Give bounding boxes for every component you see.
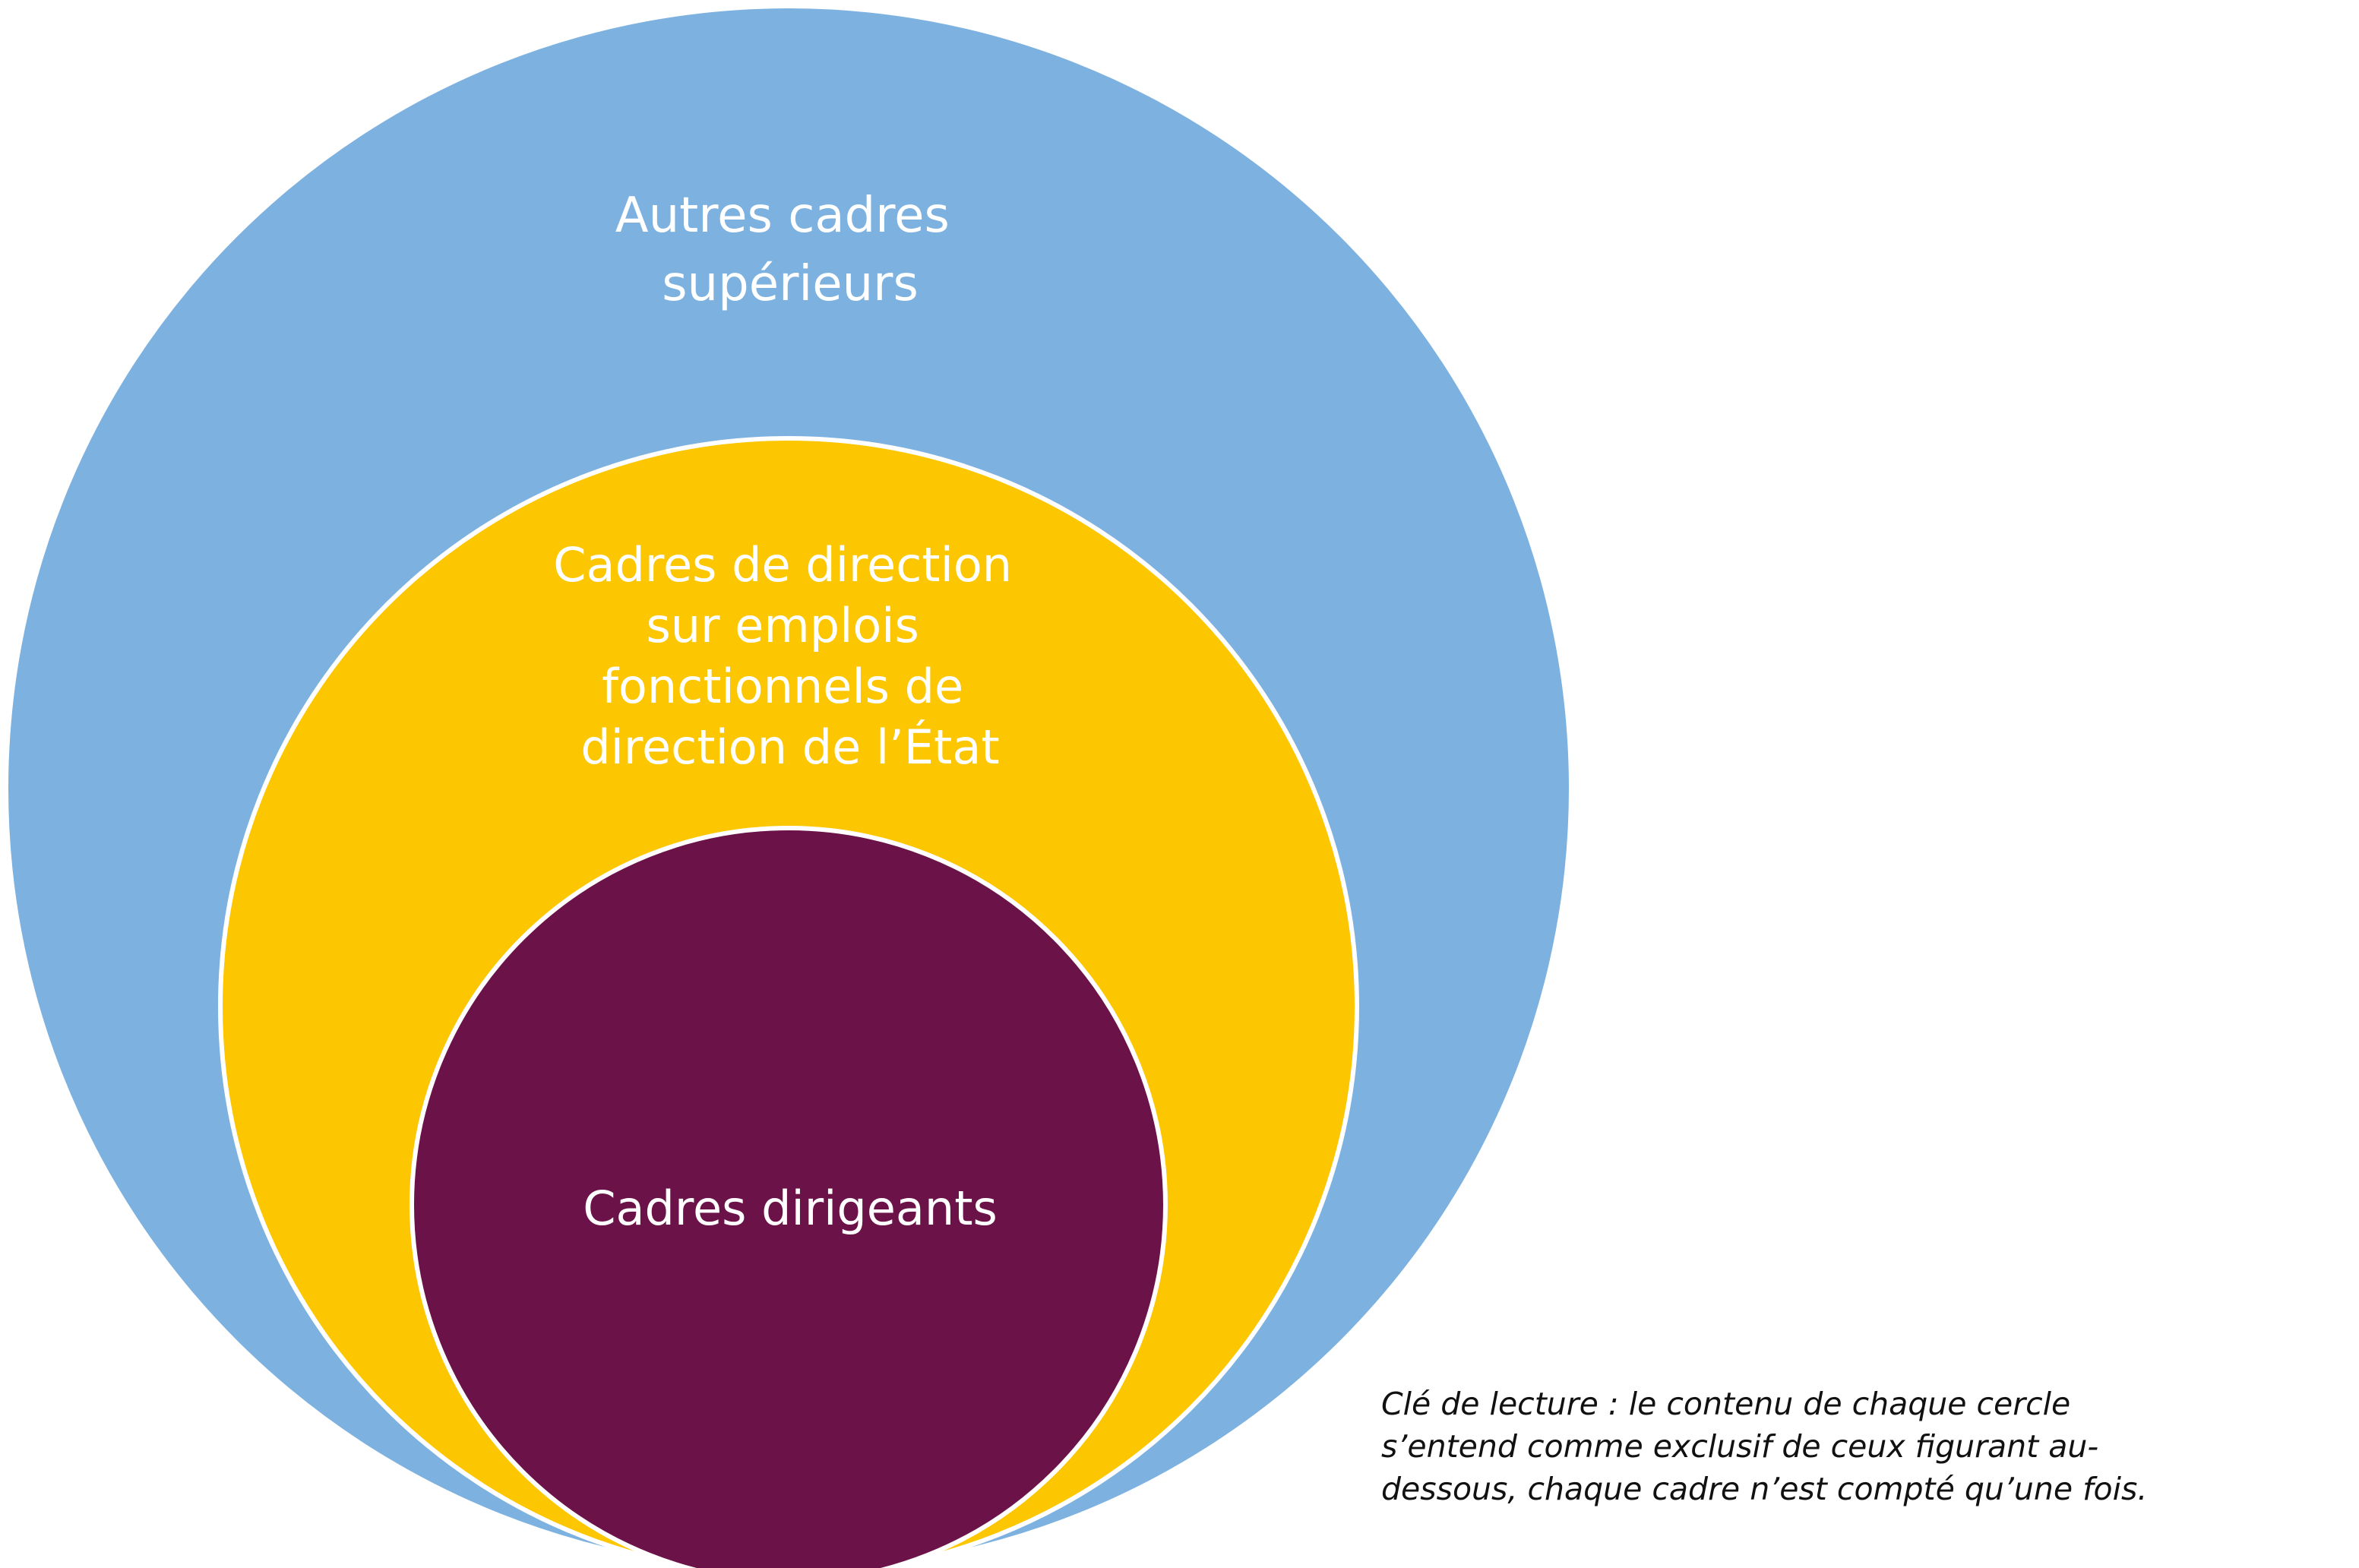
- inner-label-line: Cadres dirigeants: [583, 1181, 998, 1236]
- middle-label-line: Cadres de direction: [553, 537, 1012, 593]
- inner-circle: [410, 826, 1168, 1568]
- reading-key-note: Clé de lecture : le contenu de chaque ce…: [1381, 1383, 2217, 1510]
- middle-circle-label: Cadres de direction sur emplois fonction…: [553, 537, 1027, 775]
- middle-label-line: fonctionnels de: [602, 659, 963, 714]
- note-line: dessous, chaque cadre n’est compté qu’un…: [1381, 1471, 2148, 1507]
- inner-circle-label: Cadres dirigeants: [583, 1181, 998, 1236]
- note-line: s’entend comme exclusif de ceux figurant…: [1381, 1428, 2099, 1465]
- note-line: Clé de lecture : le contenu de chaque ce…: [1381, 1386, 2071, 1422]
- outer-label-line: Autres cadres: [615, 188, 950, 244]
- middle-label-line: sur emplois: [646, 598, 919, 653]
- middle-label-line: direction de l’État: [580, 719, 999, 775]
- outer-label-line: supérieurs: [662, 256, 919, 312]
- outer-circle-label: Autres cadres supérieurs: [615, 188, 965, 312]
